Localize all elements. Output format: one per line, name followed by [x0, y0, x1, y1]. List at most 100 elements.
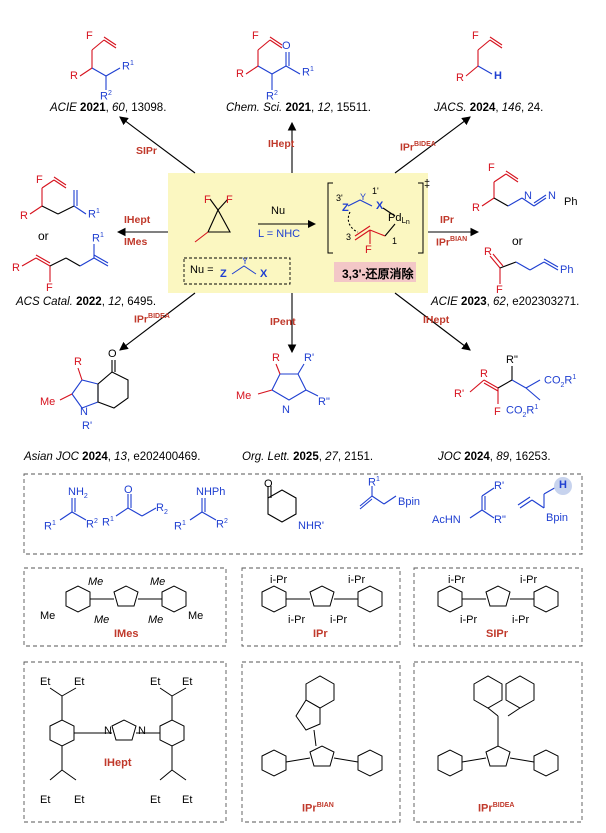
p1-r2: R2	[100, 90, 112, 103]
citation-top-left: ACIE 2021, 60, 13098.	[50, 102, 167, 114]
p10-f: F	[494, 406, 501, 418]
badge-bg	[334, 262, 416, 282]
p4-r1: R1	[88, 208, 100, 221]
p2-r2: R2	[266, 90, 278, 103]
nuc4-o: O	[264, 478, 273, 490]
ihept-et-4: Et	[182, 676, 193, 688]
nuc7-bpin: Bpin	[546, 512, 569, 524]
citation-top-right: JACS. 2024, 146, 24.	[434, 102, 544, 114]
ipr-ipr-2: i-Pr	[348, 574, 366, 586]
ligand-skeletons	[49, 585, 559, 781]
ligand-label-ihept: IHept	[104, 757, 132, 769]
ihept-n1: N	[104, 725, 112, 737]
imes-me-5: Me	[94, 614, 110, 626]
p8-rp: R'	[82, 420, 93, 432]
catalyst-top-right: IPrBIDEA	[400, 141, 436, 154]
catalyst-top-left: SIPr	[136, 145, 158, 157]
p6-ph: Ph	[564, 196, 578, 208]
product-bot-left	[59, 360, 129, 409]
ts-bonds	[347, 199, 396, 244]
p10-co2r1-a: CO2R1	[544, 374, 577, 389]
imes-me-2: Me	[150, 576, 166, 588]
ihept-et-3: Et	[150, 676, 161, 688]
ihept-et-8: Et	[182, 794, 193, 806]
sipr-ipr-1: i-Pr	[448, 574, 466, 586]
p8-n: N	[80, 406, 88, 418]
ligand-label-iprbian: IPrBIAN	[302, 802, 334, 815]
product-top-left	[79, 36, 121, 90]
catalyst-bot-right: IHept	[423, 314, 450, 326]
citation-mid-right: ACIE 2023, 62, e202303271.	[431, 296, 580, 308]
p9-rp: R'	[304, 352, 315, 364]
citation-bot-center: Org. Lett. 2025, 27, 2151.	[242, 451, 374, 463]
catalyst-mid-right-2: IPrBIAN	[436, 236, 468, 249]
ihept-et-6: Et	[74, 794, 85, 806]
ligand-box-iprbian	[241, 661, 401, 823]
ts-3: 3	[346, 232, 352, 242]
imes-me-6: Me	[148, 614, 164, 626]
nuc1-nh2: NH2	[68, 486, 88, 501]
imes-me-4: Me	[188, 610, 204, 622]
nuc2-r2: R2	[156, 502, 168, 517]
center-reagent-nhc: L = NHC	[258, 228, 301, 240]
ihept-et-7: Et	[150, 794, 161, 806]
product-mid-right-2	[489, 253, 559, 284]
ligand-label-ipr: IPr	[313, 628, 328, 640]
arrow-top-left	[119, 116, 196, 174]
p2-f: F	[252, 30, 259, 42]
nuc7-h: H	[559, 479, 567, 491]
p4-f: F	[36, 174, 43, 186]
p3-h: H	[494, 70, 502, 82]
p10-r: R	[480, 368, 488, 380]
p8-r: R	[74, 356, 82, 368]
ihept-n2: N	[138, 725, 146, 737]
or-label-right: or	[512, 234, 523, 248]
ligand-box-sipr	[413, 567, 583, 647]
ts-1p: 1'	[372, 186, 379, 196]
citation-top-center: Chem. Sci. 2021, 12, 15511.	[226, 102, 371, 114]
ihept-et-2: Et	[74, 676, 85, 688]
product-bot-right	[469, 366, 541, 404]
nuc2-r1: R1	[102, 516, 114, 529]
p1-r1: R1	[122, 60, 134, 73]
nuc5-r1: R1	[368, 476, 380, 489]
p6-f: F	[488, 162, 495, 174]
product-top-right	[465, 36, 503, 77]
catalyst-bot-center: IPent	[270, 316, 296, 328]
nuc4-nhr: NHR'	[298, 520, 324, 532]
nuc3-nhph: NHPh	[196, 486, 226, 498]
product-top-center	[245, 36, 301, 90]
ts-1: 1	[392, 236, 398, 246]
p4-r: R	[20, 210, 28, 222]
center-reagent-nu: Nu	[271, 205, 286, 217]
p2-o: O	[282, 40, 291, 52]
arrow-bot-left	[119, 292, 196, 351]
ts-dagger: ‡	[424, 178, 431, 190]
nuc6-achn: AcHN	[432, 514, 461, 526]
nu-z: Z	[220, 268, 227, 280]
nu-dashed-box	[183, 257, 291, 285]
nu-y: Y	[242, 256, 249, 266]
nuc2-o: O	[124, 484, 133, 496]
product-mid-left-2	[21, 244, 109, 282]
nuc1-r1: R1	[44, 520, 56, 533]
p9-me: Me	[236, 390, 252, 402]
nucleophile-panel	[23, 473, 583, 555]
nu-backbone	[231, 265, 257, 275]
p9-nh: N	[282, 404, 290, 416]
ts-pd: PdLn	[388, 212, 410, 226]
ts-y: Y	[360, 192, 367, 202]
catalyst-bot-left: IPrBIDEA	[134, 313, 170, 326]
p7-ph: Ph	[560, 264, 574, 276]
citation-bot-right: JOC 2024, 89, 16253.	[438, 451, 551, 463]
ligand-label-iprbidea: IPrBIDEA	[478, 802, 515, 815]
nuc6-rpp: R"	[494, 514, 506, 526]
ts-x: X	[376, 200, 384, 212]
gem-difluorocyclopropane	[194, 198, 231, 243]
highlight-h-circle	[554, 477, 572, 495]
reaction-arrows	[116, 116, 480, 354]
p5-r1: R1	[92, 232, 104, 245]
catalyst-mid-left-2: IMes	[124, 236, 148, 248]
ligand-box-imes	[23, 567, 227, 647]
